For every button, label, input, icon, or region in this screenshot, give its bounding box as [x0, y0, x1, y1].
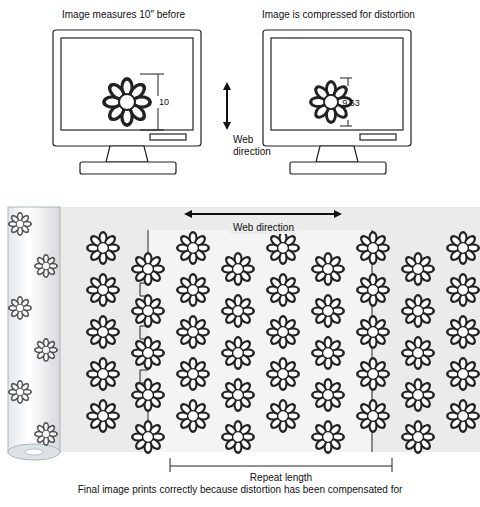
monitor-right: [263, 30, 411, 174]
direction-label: Web direction: [233, 134, 285, 158]
paper-roll: [8, 207, 60, 460]
heading-label: Image measures 10" before: [62, 9, 222, 21]
flower: [34, 254, 58, 278]
flower: [221, 294, 255, 328]
direction-label: Web direction: [230, 222, 297, 234]
flower: [356, 231, 390, 265]
flower: [401, 420, 435, 454]
flower: [356, 273, 390, 307]
flower: [446, 273, 480, 307]
flower: [8, 296, 32, 320]
flower: [102, 77, 152, 127]
flower: [401, 252, 435, 286]
roll-flowers: [8, 212, 58, 446]
dimension-label: 10: [154, 96, 174, 108]
flower: [446, 357, 480, 391]
flower: [356, 357, 390, 391]
flower: [266, 357, 300, 391]
flower: [131, 336, 165, 370]
flower: [311, 294, 345, 328]
flower: [311, 420, 345, 454]
flower: [176, 315, 210, 349]
flower: [401, 336, 435, 370]
flower: [86, 357, 120, 391]
flower: [311, 252, 345, 286]
flower: [356, 399, 390, 433]
web-strip: [30, 207, 480, 452]
monitor-left: [53, 30, 201, 174]
flower: [266, 231, 300, 265]
dimension-lines: [140, 74, 352, 130]
dimension-label: 9.63: [336, 97, 366, 109]
heading-label: Image is compressed for distortion: [262, 9, 462, 21]
flower: [176, 273, 210, 307]
flower: [176, 399, 210, 433]
flower: [8, 212, 32, 236]
flower: [86, 399, 120, 433]
flower-pattern: [86, 231, 480, 454]
flower: [221, 420, 255, 454]
flower: [176, 357, 210, 391]
repeat-panel: [148, 230, 372, 452]
flower: [401, 378, 435, 412]
flower: [221, 252, 255, 286]
caption: Final image prints correctly because dis…: [6, 484, 474, 496]
flower: [86, 315, 120, 349]
web-arrow-horizontal: [186, 213, 340, 215]
flower: [266, 315, 300, 349]
repeat-length-bracket: [170, 458, 392, 472]
flower: [131, 252, 165, 286]
flower: [311, 336, 345, 370]
web-arrow-vertical: [226, 84, 228, 128]
flower: [131, 420, 165, 454]
flower: [311, 378, 345, 412]
flower: [34, 338, 58, 362]
flower: [8, 380, 32, 404]
flower: [221, 336, 255, 370]
flower: [356, 315, 390, 349]
flower: [446, 399, 480, 433]
flower: [446, 315, 480, 349]
flower: [221, 378, 255, 412]
flower: [446, 231, 480, 265]
flower: [34, 422, 58, 446]
flower: [266, 399, 300, 433]
flower: [131, 294, 165, 328]
flower: [401, 294, 435, 328]
dimension-label: Repeat length: [200, 472, 362, 484]
flower: [176, 231, 210, 265]
flower: [86, 273, 120, 307]
flower: [266, 273, 300, 307]
flower: [131, 378, 165, 412]
flower: [86, 231, 120, 265]
